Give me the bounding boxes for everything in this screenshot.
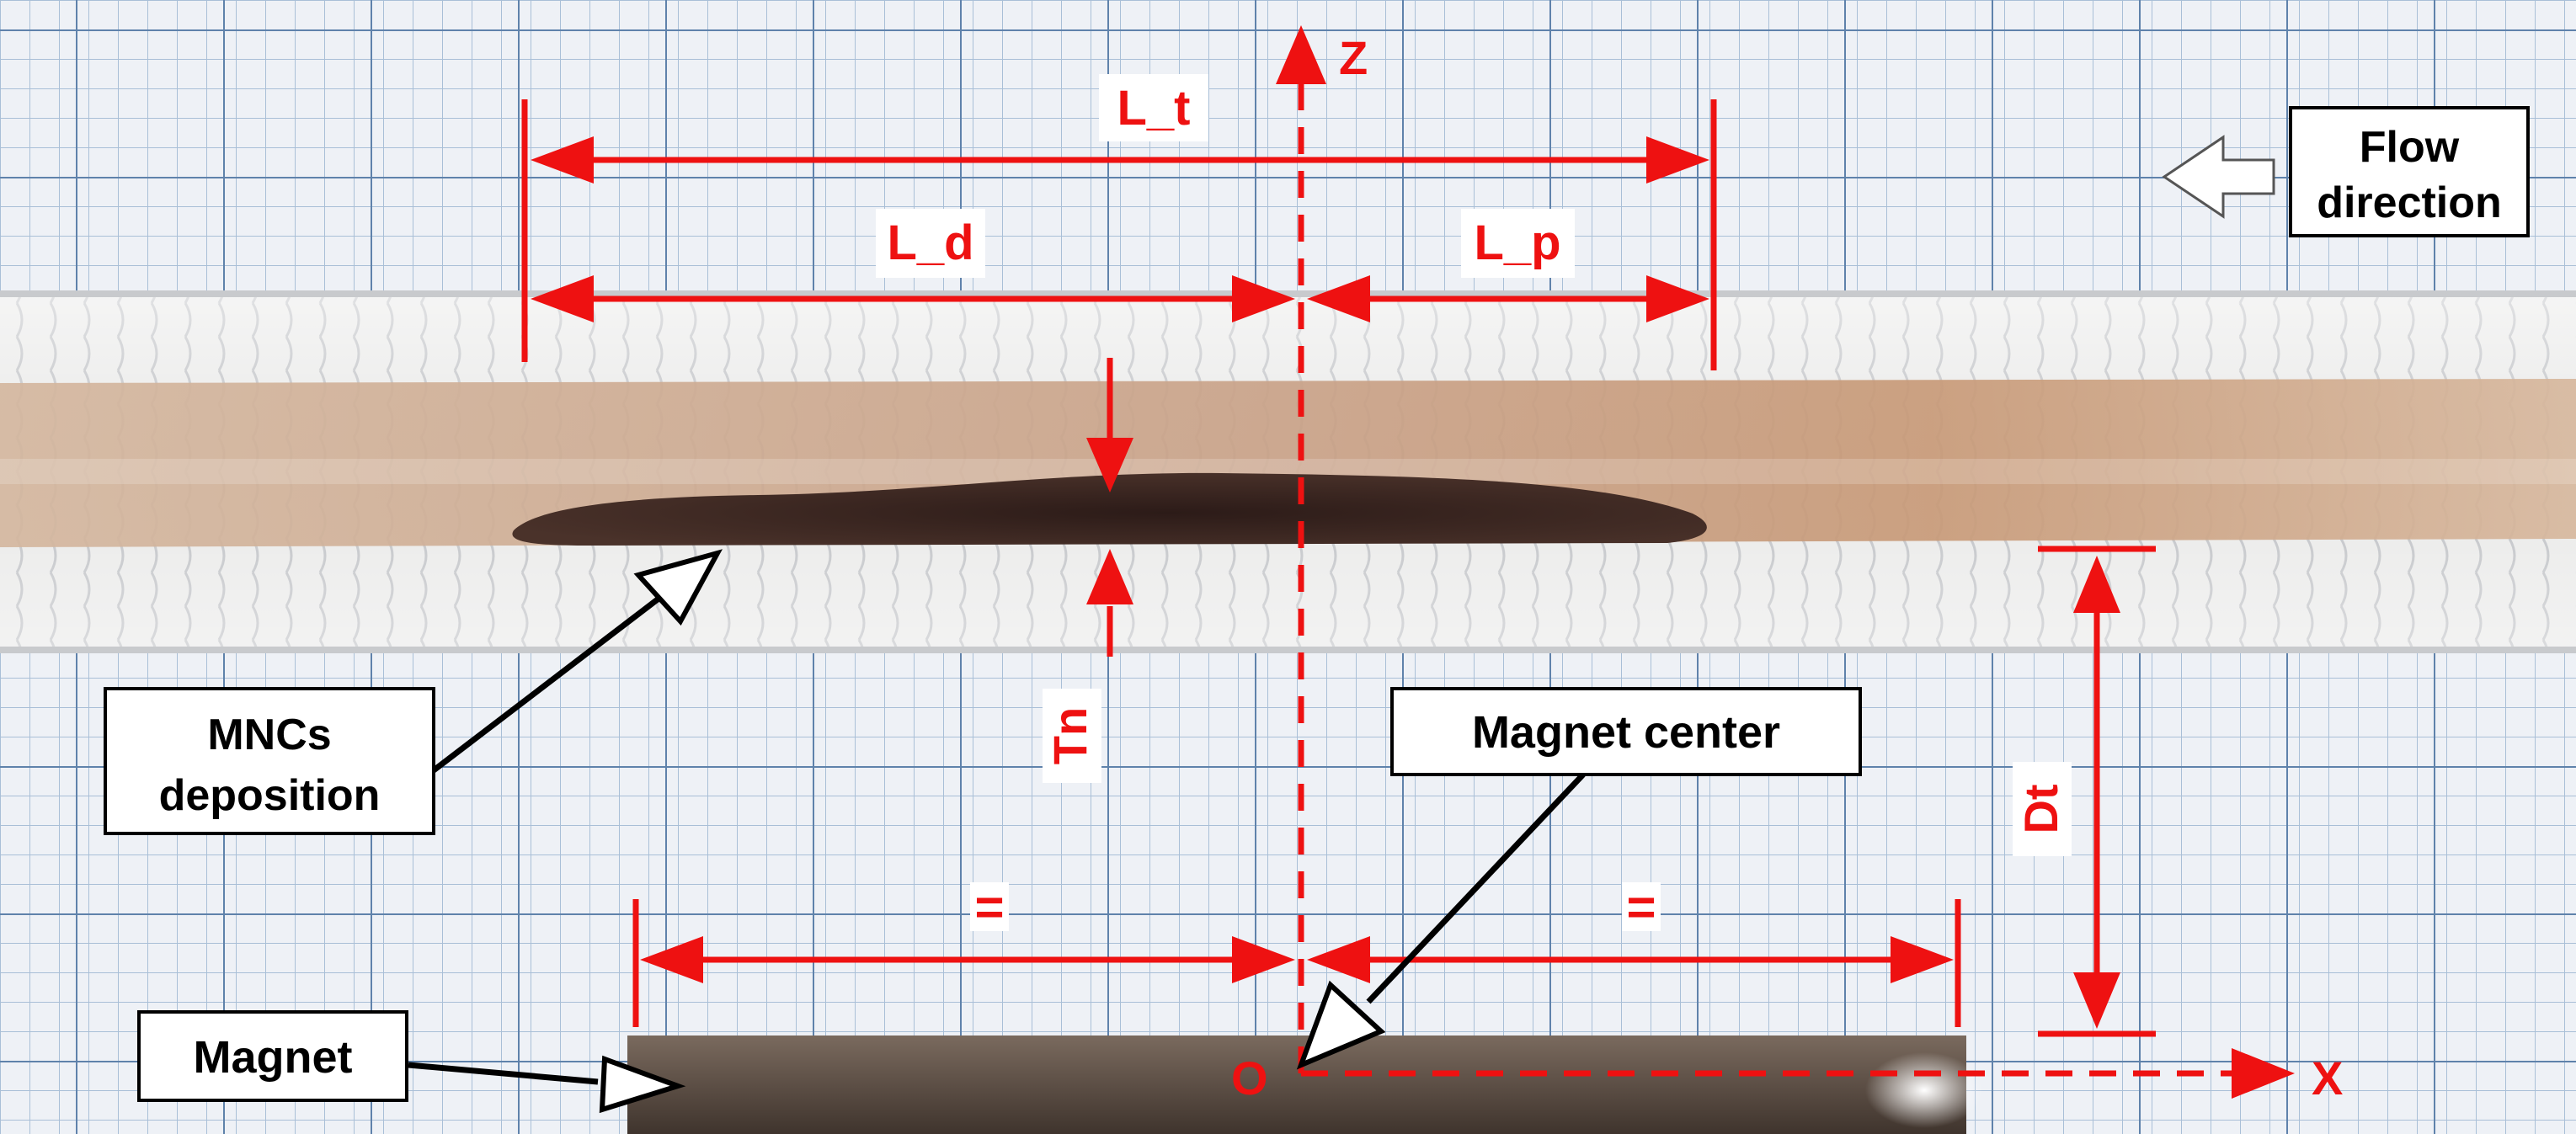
dt-label: Dt (2014, 784, 2067, 833)
mncs-deposition (512, 472, 1707, 546)
origin-label: O (1231, 1051, 1268, 1105)
x-axis-arrowhead (2232, 1048, 2295, 1099)
magnet-label: Magnet (194, 1032, 353, 1083)
callout-boxes: Flow direction MNCs deposition Magnet ce… (104, 106, 2530, 1102)
l-d-label: L_d (887, 216, 973, 270)
flow-label-line1: Flow (2360, 123, 2460, 172)
mncs-label-line1: MNCs (207, 711, 331, 759)
magnet-center-box (1390, 687, 1862, 776)
flow-direction-box (2289, 106, 2530, 237)
mncs-label-line2: deposition (159, 771, 381, 820)
flow-arrow-icon (2162, 135, 2275, 219)
l-t-label: L_t (1117, 81, 1191, 136)
red-annotations (521, 25, 2295, 1099)
z-axis-label: Z (1339, 31, 1368, 84)
tn-label: Tn (1043, 707, 1096, 764)
callout-arrows (408, 135, 2275, 1114)
magnet (627, 1036, 1983, 1134)
equal-left-label: = (974, 879, 1004, 935)
z-axis-arrowhead (1276, 25, 1326, 84)
mncs-arrowhead (633, 549, 723, 626)
flow-label-line2: direction (2317, 178, 2502, 227)
magnet-arrowhead (599, 1055, 686, 1114)
magnet-center-label: Magnet center (1472, 707, 1780, 758)
magnet-center-arrowhead (1296, 980, 1386, 1070)
magnet-box (137, 1010, 408, 1102)
mncs-deposition-box (104, 687, 435, 835)
dimension-labels: L_t L_d L_p Tn Dt = = Z X O (876, 31, 2343, 1105)
x-axis-label: X (2312, 1051, 2343, 1105)
l-p-label: L_p (1474, 216, 1560, 270)
equal-right-label: = (1626, 879, 1656, 935)
